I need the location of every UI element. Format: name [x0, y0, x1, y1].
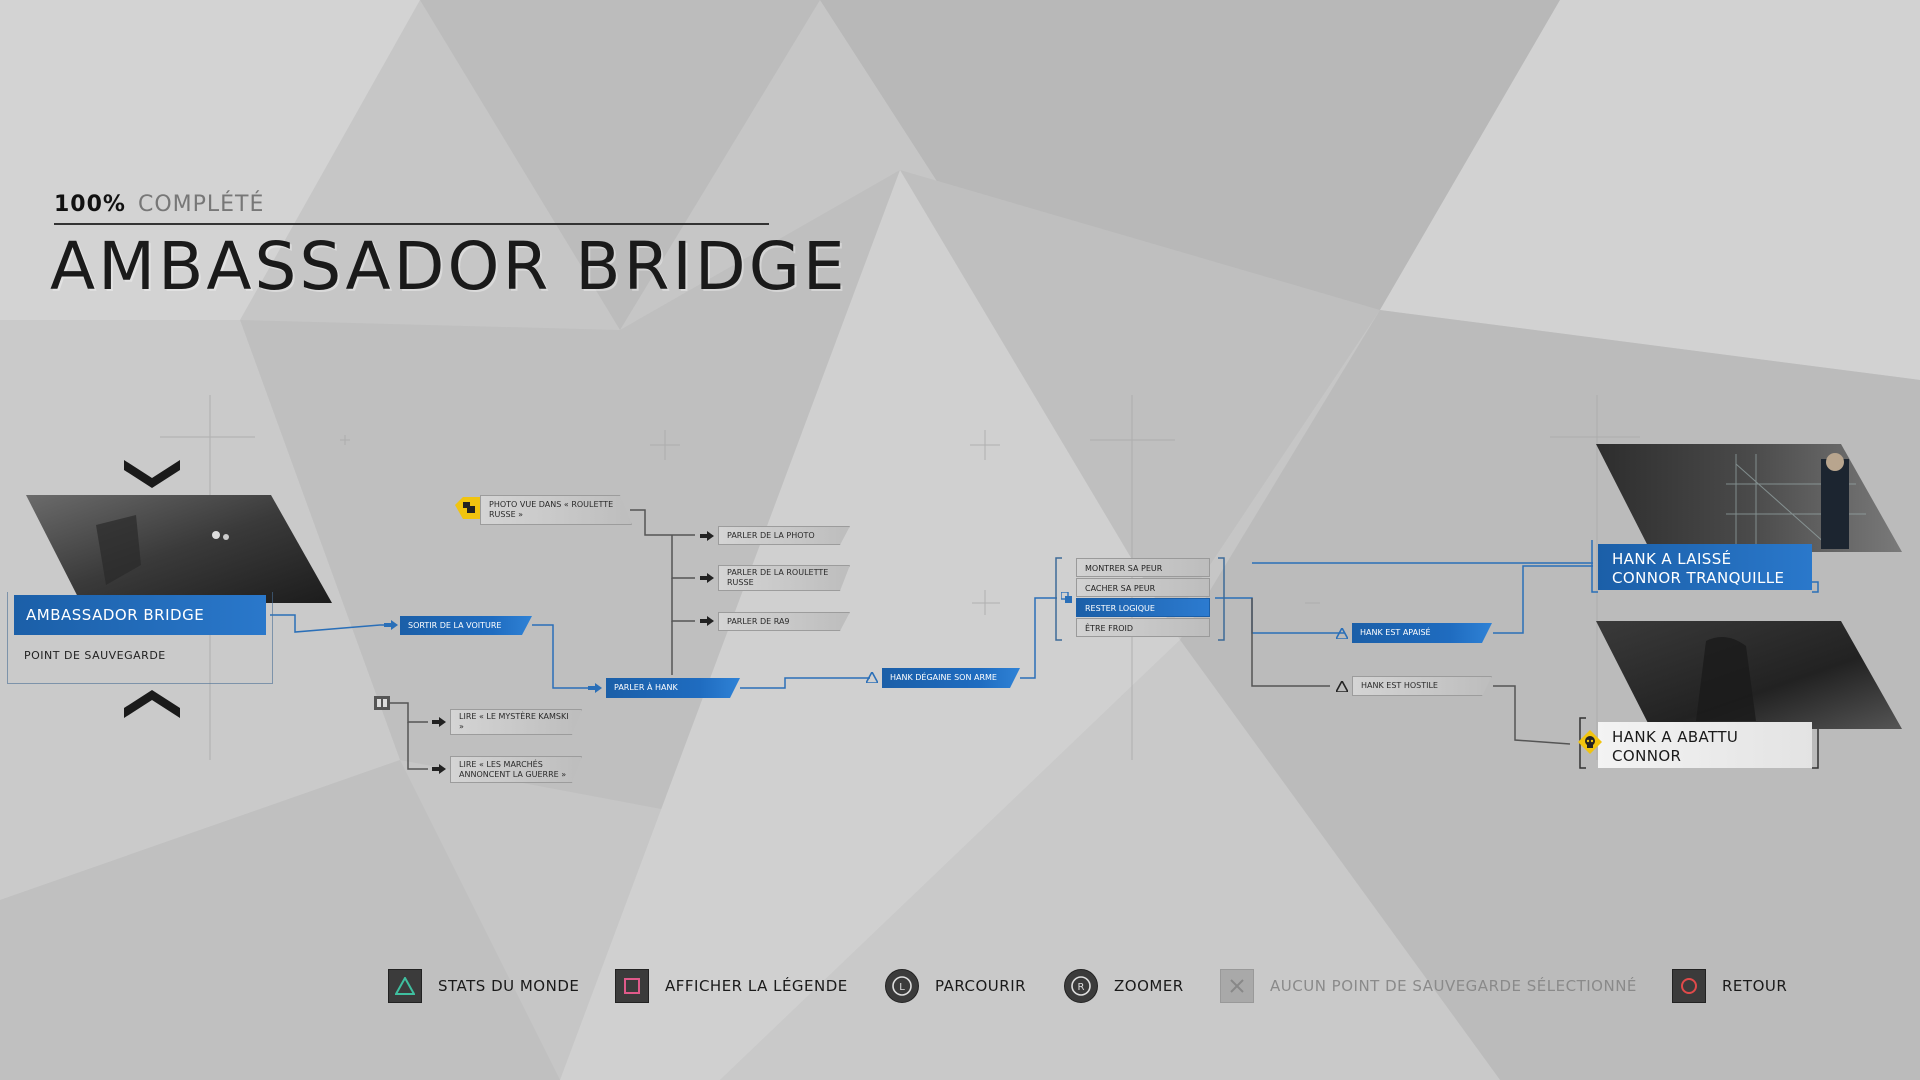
- chevron-up-icon[interactable]: [124, 690, 180, 720]
- square-button-icon: [615, 969, 649, 1003]
- node-parler-ra9[interactable]: PARLER DE RA9: [718, 612, 850, 631]
- arrow-right-icon: [384, 620, 398, 630]
- triangle-icon: [1336, 681, 1348, 692]
- choice-group-icon: [1061, 592, 1072, 603]
- completion-header: 100% COMPLÉTÉ: [54, 192, 264, 217]
- arrow-right-icon: [700, 573, 714, 583]
- controls-legend: STATS DU MONDE AFFICHER LA LÉGENDE L PAR…: [0, 968, 1920, 1004]
- legend-checkpoint-button: AUCUN POINT DE SAUVEGARDE SÉLECTIONNÉ: [1220, 968, 1637, 1004]
- legend-checkpoint-label: AUCUN POINT DE SAUVEGARDE SÉLECTIONNÉ: [1270, 977, 1637, 995]
- skull-icon: [1578, 730, 1602, 754]
- completion-percent: 100%: [54, 192, 126, 217]
- start-node-frame: [7, 592, 273, 684]
- legend-zoom-label: ZOOMER: [1114, 977, 1184, 995]
- node-hank-apaise[interactable]: HANK EST APAISÉ: [1352, 623, 1492, 643]
- triangle-icon: [1336, 628, 1348, 639]
- node-lire-marches[interactable]: LIRE « LES MARCHÉS ANNONCENT LA GUERRE »: [450, 756, 582, 783]
- arrow-right-icon: [700, 531, 714, 541]
- magazine-icon: [374, 696, 390, 710]
- legend-back-button[interactable]: RETOUR: [1672, 968, 1787, 1004]
- start-node-subtitle: POINT DE SAUVEGARDE: [24, 649, 166, 662]
- completion-label: COMPLÉTÉ: [137, 192, 265, 217]
- node-photo-roulette[interactable]: PHOTO VUE DANS « ROULETTE RUSSE »: [480, 495, 632, 525]
- circle-button-icon: [1672, 969, 1706, 1003]
- triangle-button-icon: [388, 969, 422, 1003]
- choice-list: MONTRER SA PEUR CACHER SA PEUR RESTER LO…: [1076, 558, 1210, 638]
- svg-text:R: R: [1078, 982, 1085, 993]
- cross-button-icon: [1220, 969, 1254, 1003]
- legend-browse-button[interactable]: L PARCOURIR: [885, 968, 1026, 1004]
- svg-text:L: L: [899, 982, 905, 993]
- photo-unlock-icon: [455, 497, 481, 519]
- ending-1-card[interactable]: HANK A LAISSÉ CONNOR TRANQUILLE: [1598, 544, 1812, 590]
- left-stick-icon: L: [885, 969, 919, 1003]
- node-hank-degaine[interactable]: HANK DÉGAINE SON ARME: [882, 668, 1020, 688]
- legend-show-legend-button[interactable]: AFFICHER LA LÉGENDE: [615, 968, 848, 1004]
- legend-back-label: RETOUR: [1722, 977, 1788, 995]
- chevron-down-icon[interactable]: [124, 460, 180, 490]
- right-stick-icon: R: [1064, 969, 1098, 1003]
- choice-montrer-peur[interactable]: MONTRER SA PEUR: [1076, 558, 1210, 577]
- arrow-right-icon: [432, 764, 446, 774]
- header-divider: [54, 223, 769, 225]
- ending-2-thumbnail[interactable]: [1596, 621, 1902, 729]
- node-parler-hank[interactable]: PARLER À HANK: [606, 678, 740, 698]
- legend-stats-label: STATS DU MONDE: [438, 977, 580, 995]
- choice-etre-froid[interactable]: ÊTRE FROID: [1076, 618, 1210, 637]
- node-parler-roulette[interactable]: PARLER DE LA ROULETTE RUSSE: [718, 565, 850, 591]
- arrow-right-icon: [700, 616, 714, 626]
- legend-show-legend-label: AFFICHER LA LÉGENDE: [665, 977, 848, 995]
- node-hank-hostile[interactable]: HANK EST HOSTILE: [1352, 676, 1492, 696]
- ending-2-card[interactable]: HANK A ABATTU CONNOR: [1598, 722, 1812, 768]
- node-sortir-voiture[interactable]: SORTIR DE LA VOITURE: [400, 616, 532, 635]
- legend-browse-label: PARCOURIR: [935, 977, 1027, 995]
- chapter-title: AMBASSADOR BRIDGE: [50, 228, 848, 305]
- node-parler-photo[interactable]: PARLER DE LA PHOTO: [718, 526, 850, 545]
- arrow-right-icon: [588, 683, 602, 693]
- ending-1-thumbnail[interactable]: [1596, 444, 1902, 552]
- triangle-icon: [866, 672, 878, 683]
- legend-stats-button[interactable]: STATS DU MONDE: [388, 968, 579, 1004]
- legend-zoom-button[interactable]: R ZOOMER: [1064, 968, 1184, 1004]
- start-node-title[interactable]: AMBASSADOR BRIDGE: [14, 595, 266, 635]
- completion-status: 100% COMPLÉTÉ: [54, 192, 264, 217]
- choice-rester-logique[interactable]: RESTER LOGIQUE: [1076, 598, 1210, 617]
- choice-cacher-peur[interactable]: CACHER SA PEUR: [1076, 578, 1210, 597]
- start-thumbnail[interactable]: [26, 495, 332, 603]
- arrow-right-icon: [432, 717, 446, 727]
- node-lire-kamski[interactable]: LIRE « LE MYSTÈRE KAMSKI »: [450, 709, 582, 735]
